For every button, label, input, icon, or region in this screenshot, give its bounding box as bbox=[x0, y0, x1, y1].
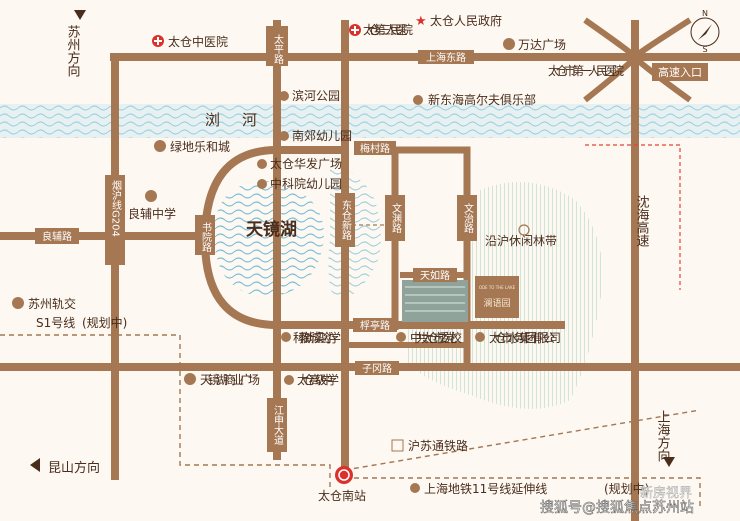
tcm-hospital: 太仓中医院 bbox=[152, 34, 228, 49]
metro11-route bbox=[345, 477, 701, 510]
husu-railway: 沪苏通铁路 bbox=[391, 438, 468, 453]
svg-text:科教新城实验小学: 科教新城实验小学 bbox=[293, 330, 341, 345]
svg-text:太仓高级中学: 太仓高级中学 bbox=[297, 372, 339, 387]
lake-area bbox=[213, 181, 324, 297]
svg-text:S1号线: S1号线 bbox=[36, 316, 75, 330]
road-shanghai-east: 上海东路 bbox=[426, 51, 466, 64]
kejiao-school: 科教新城实验小学 bbox=[281, 330, 341, 345]
svg-text:★: ★ bbox=[415, 14, 427, 29]
river-area bbox=[0, 104, 740, 138]
gaoji-school: 太仓高级中学 bbox=[284, 372, 339, 387]
svg-text:ODE TO THE LAKE: ODE TO THE LAKE bbox=[479, 285, 516, 290]
water-group: 太仓市水务集团有限公司 bbox=[475, 330, 561, 345]
ludi-lehe-city: 绿地乐和城 bbox=[154, 139, 230, 154]
road-tianru: 天如路 bbox=[420, 269, 450, 282]
svg-text:滨河公园: 滨河公园 bbox=[292, 88, 340, 103]
wanda-plaza: 万达广场 bbox=[503, 38, 566, 52]
tianjinghu-plaza: 天镜湖商业广场 bbox=[184, 372, 260, 387]
metro11-line: 上海地铁11号线延伸线 (规划中) bbox=[410, 481, 649, 496]
huafa-plaza: 太仓华发广场 bbox=[257, 156, 342, 171]
svg-text:(规划中): (规划中) bbox=[82, 315, 127, 330]
green-belt-label: 沿沪休闲林带 bbox=[485, 234, 557, 248]
road-liangfu: 良辅路 bbox=[42, 230, 72, 243]
shanghai-direction: 上海方向 bbox=[655, 410, 671, 462]
svg-text:N: N bbox=[702, 9, 708, 18]
liangfu-school: 良辅中学 bbox=[128, 190, 176, 221]
peoples-government: ★ 太仓人民政府 bbox=[415, 13, 502, 29]
nanjiao-kindergarten: 南郊幼儿园 bbox=[279, 128, 352, 143]
svg-text:天镜湖商业广场: 天镜湖商业广场 bbox=[200, 372, 260, 387]
svg-text:太仓第三人民医院: 太仓第三人民医院 bbox=[363, 22, 413, 37]
river-label: 浏河 bbox=[205, 111, 279, 129]
road-taiping: 太平路 bbox=[272, 33, 284, 65]
road-jiangzhong: 江申大道 bbox=[272, 405, 284, 445]
svg-text:上海地铁11号线延伸线: 上海地铁11号线延伸线 bbox=[424, 481, 547, 496]
shenhai-expressway-label: 沈海高速 bbox=[634, 195, 650, 247]
south-station: 太仓南站 bbox=[318, 466, 366, 503]
binhe-park: 滨河公园 bbox=[279, 88, 340, 103]
road-futing: 桴亭路 bbox=[360, 319, 390, 332]
third-hospital: 太仓第三人民医院 bbox=[349, 22, 413, 37]
svg-text:万达广场: 万达广场 bbox=[518, 38, 566, 52]
svg-text:S: S bbox=[702, 45, 707, 54]
svg-text:南郊幼儿园: 南郊幼儿园 bbox=[292, 128, 352, 143]
svg-text:良辅中学: 良辅中学 bbox=[128, 206, 176, 221]
husu-rail-route bbox=[344, 409, 701, 471]
svg-text:太仓南站: 太仓南站 bbox=[318, 488, 366, 503]
road-wenyuan: 文渊路 bbox=[390, 202, 402, 234]
road-wenzhi: 文治路 bbox=[462, 202, 474, 234]
expressway-entrance-label: 高速入口 bbox=[658, 65, 702, 79]
project-site bbox=[402, 280, 468, 322]
s1-line: 苏州轨交 S1号线 (规划中) bbox=[12, 296, 127, 330]
kunshan-direction: 昆山方向 bbox=[48, 460, 100, 476]
road-dongcang: 东仓新路 bbox=[340, 199, 352, 241]
zhongke-kindergarten: 中科院幼儿园 bbox=[257, 176, 342, 191]
golf-club: 新东海高尔夫俱乐部 bbox=[413, 92, 536, 107]
svg-text:绿地乐和城: 绿地乐和城 bbox=[170, 139, 230, 154]
svg-text:太仓市第一人民医院: 太仓市第一人民医院 bbox=[548, 63, 624, 78]
svg-text:(规划中): (规划中) bbox=[604, 481, 649, 496]
svg-text:中共太仓市委党校: 中共太仓市委党校 bbox=[410, 330, 462, 345]
svg-text:苏州轨交: 苏州轨交 bbox=[28, 296, 76, 311]
lake-label: 天镜湖 bbox=[246, 219, 297, 240]
project-logo-text: 澜语园 bbox=[483, 298, 510, 309]
svg-text:太仓市水务集团有限公司: 太仓市水务集团有限公司 bbox=[489, 330, 561, 345]
first-hospital: 太仓市第一人民医院 bbox=[548, 63, 624, 78]
svg-text:新东海高尔夫俱乐部: 新东海高尔夫俱乐部 bbox=[428, 92, 536, 107]
sohu-watermark: 搜狐号@搜狐焦点苏州站 bbox=[540, 500, 694, 516]
s1-line-route bbox=[0, 334, 331, 490]
project-logo-badge bbox=[475, 276, 519, 318]
svg-text:沪苏通铁路: 沪苏通铁路 bbox=[408, 438, 468, 453]
road-meicun: 梅村路 bbox=[360, 142, 390, 155]
suzhou-direction: 苏州方向 bbox=[65, 24, 81, 77]
road-yanhu: 烟沪线G204 bbox=[110, 179, 122, 237]
xinfang-watermark: 新房视界 bbox=[640, 485, 692, 501]
svg-text:太仓中医院: 太仓中医院 bbox=[168, 34, 228, 49]
svg-text:中科院幼儿园: 中科院幼儿园 bbox=[270, 176, 342, 191]
road-shuyuan: 书院路 bbox=[200, 222, 212, 253]
boundary-dashed bbox=[585, 144, 681, 290]
compass-icon: N S bbox=[690, 9, 720, 54]
svg-text:太仓人民政府: 太仓人民政府 bbox=[430, 13, 502, 28]
party-school: 中共太仓市委党校 bbox=[396, 330, 462, 345]
road-zigang: 子冈路 bbox=[362, 362, 392, 375]
svg-text:太仓华发广场: 太仓华发广场 bbox=[270, 156, 342, 171]
